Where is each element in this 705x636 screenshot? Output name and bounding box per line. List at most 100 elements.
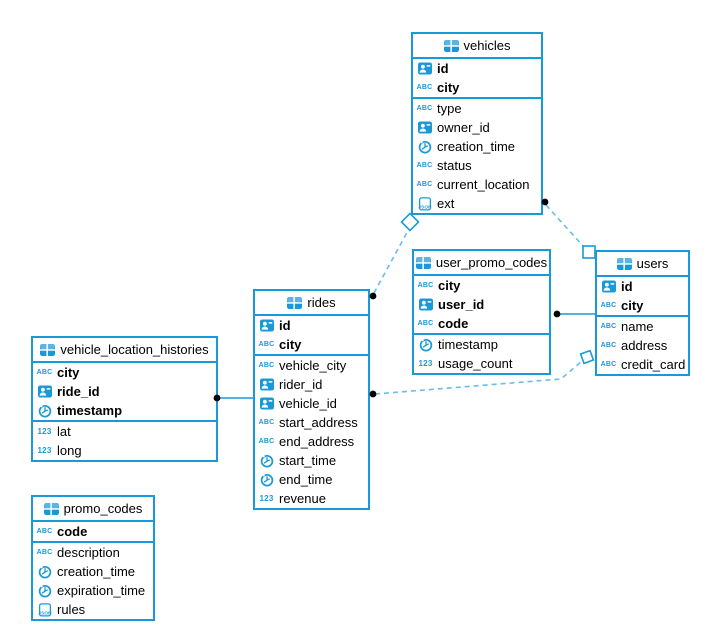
123-type-icon: 123	[37, 426, 52, 436]
abc-type-icon: ABC	[36, 369, 53, 376]
column-row-timestamp[interactable]: timestamp	[414, 335, 549, 354]
column-row-end_time[interactable]: end_time	[255, 470, 368, 489]
table-title: users	[636, 256, 669, 271]
column-row-creation_time[interactable]: creation_time	[413, 137, 541, 156]
column-row-expiration_time[interactable]: expiration_time	[33, 581, 153, 600]
column-row-vehicle_id[interactable]: vehicle_id	[255, 394, 368, 413]
column-row-timestamp[interactable]: timestamp	[33, 401, 216, 420]
abc-type-icon: ABC	[36, 528, 53, 535]
column-row-usage_count[interactable]: 123 usage_count	[414, 354, 549, 373]
column-name: end_time	[279, 472, 333, 487]
123-type-icon: 123	[418, 358, 433, 368]
column-row-ride_id[interactable]: ride_id	[33, 382, 216, 401]
person-id-icon	[258, 319, 275, 332]
column-name: name	[621, 319, 654, 334]
column-name: end_address	[279, 434, 355, 449]
column-name: address	[621, 338, 668, 353]
column-name: rules	[57, 602, 86, 617]
relationship-endpoint-dot	[553, 310, 561, 318]
table-grid-icon	[415, 256, 431, 269]
column-row-credit_card[interactable]: ABC credit_card	[597, 355, 688, 374]
column-name: id	[621, 279, 633, 294]
column-name: credit_card	[621, 357, 686, 372]
abc-type-icon: ABC	[416, 181, 433, 188]
123-type-icon: 123	[37, 445, 52, 455]
column-row-rider_id[interactable]: rider_id	[255, 375, 368, 394]
column-row-user_id[interactable]: user_id	[414, 295, 549, 314]
json-doc-icon: JSON	[36, 602, 53, 617]
clock-icon	[36, 404, 53, 418]
table-title: user_promo_codes	[435, 255, 548, 270]
column-row-name[interactable]: ABC name	[597, 317, 688, 336]
person-id-icon	[258, 397, 275, 410]
column-name: long	[57, 443, 82, 458]
table-header[interactable]: vehicle_location_histories	[33, 338, 216, 363]
column-name: user_id	[438, 297, 485, 312]
column-name: current_location	[437, 177, 530, 192]
column-name: usage_count	[438, 356, 513, 371]
abc-type-icon: ABC	[600, 323, 617, 330]
column-name: rider_id	[279, 377, 323, 392]
abc-type-icon: ABC	[600, 302, 617, 309]
column-row-start_time[interactable]: start_time	[255, 451, 368, 470]
table-grid-icon	[443, 39, 459, 52]
table-header[interactable]: rides	[255, 291, 368, 316]
relationship-marker-square	[582, 245, 596, 259]
table-title: promo_codes	[63, 501, 143, 516]
table-title: rides	[307, 295, 336, 310]
column-row-creation_time[interactable]: creation_time	[33, 562, 153, 581]
relationship-line-rides-vehicles	[373, 226, 411, 294]
columns-section: timestamp 123 usage_count	[414, 333, 549, 373]
abc-type-icon: ABC	[600, 361, 617, 368]
table-header[interactable]: users	[597, 252, 688, 277]
table-header[interactable]: user_promo_codes	[414, 251, 549, 276]
column-row-address[interactable]: ABC address	[597, 336, 688, 355]
table-header[interactable]: promo_codes	[33, 497, 153, 522]
column-row-id[interactable]: id	[255, 316, 368, 335]
column-name: city	[437, 80, 460, 95]
column-name: vehicle_city	[279, 358, 347, 373]
abc-type-icon: ABC	[600, 342, 617, 349]
column-name: start_time	[279, 453, 337, 468]
column-row-id[interactable]: id	[413, 59, 541, 78]
column-name: timestamp	[438, 337, 498, 352]
table-header[interactable]: vehicles	[413, 34, 541, 59]
clock-icon	[36, 584, 53, 598]
column-row-owner_id[interactable]: owner_id	[413, 118, 541, 137]
abc-type-icon: ABC	[416, 162, 433, 169]
column-row-current_location[interactable]: ABC current_location	[413, 175, 541, 194]
column-row-long[interactable]: 123 long	[33, 441, 216, 460]
column-row-status[interactable]: ABC status	[413, 156, 541, 175]
person-id-icon	[36, 385, 53, 398]
abc-type-icon: ABC	[258, 419, 275, 426]
column-name: id	[437, 61, 449, 76]
column-name: expiration_time	[57, 583, 146, 598]
column-row-rules[interactable]: JSON rules	[33, 600, 153, 619]
column-name: ext	[437, 196, 455, 211]
column-name: status	[437, 158, 472, 173]
column-row-id[interactable]: id	[597, 277, 688, 296]
